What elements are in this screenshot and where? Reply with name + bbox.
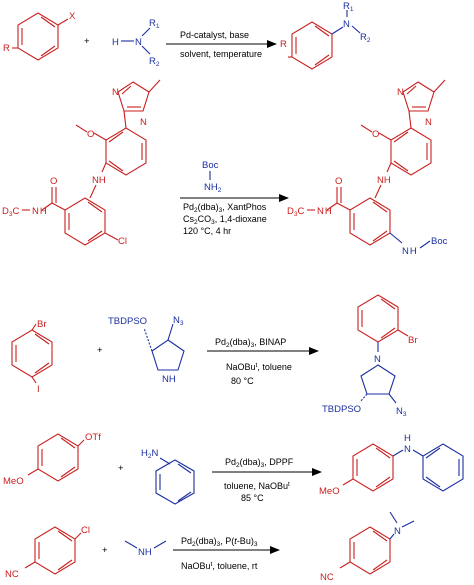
ex2-pyrrolidine-nh: NH — [162, 374, 176, 385]
ex3-plus-sign: + — [118, 463, 124, 474]
general-reaction: X R + H N R1 R2 Pd-catalyst, base solven… — [3, 1, 371, 70]
ex2-product-n: N — [374, 354, 381, 365]
ex4-product: N NC — [320, 511, 415, 583]
ex3-h2n-label: H2N — [141, 448, 159, 460]
product-n-label: N — [343, 19, 350, 30]
ex2-product-tbdpso: TBDPSO — [322, 404, 361, 415]
ex2-i-label: I — [37, 384, 40, 395]
ex1-right-imidazole-n2: N — [425, 117, 432, 128]
ex3-condition-base: toluene, NaOBut — [224, 481, 290, 491]
product-r1-label: R1 — [343, 1, 354, 13]
ex4-nc-label: NC — [5, 569, 19, 580]
ex3-meo-label: MeO — [3, 476, 24, 487]
general-condition-solvent: solvent, temperature — [180, 49, 262, 59]
ex4-chlorobenzonitrile: Cl NC — [5, 525, 90, 580]
ex4-cl-label: Cl — [81, 525, 90, 536]
ex2-product: Br N TBDPSO N3 — [322, 294, 418, 418]
ex1-right-amide-n: NH — [317, 206, 332, 217]
amine-r2-label: R2 — [149, 56, 160, 68]
ex1-condition-temp: 120 °C, 4 hr — [183, 226, 231, 236]
ex1-product: N N O NH NH Boc O NH — [287, 79, 448, 257]
ex1-left-imidazole-n1: N — [112, 87, 119, 98]
ex4-product-nc: NC — [320, 572, 334, 583]
amine-r1-label: R1 — [149, 18, 160, 30]
ex1-right-boc-nh: NH — [402, 246, 417, 257]
ex3-product-nh-h: H — [404, 433, 411, 444]
ex1-left-chlorine: Cl — [118, 236, 127, 247]
ex2-br-label: Br — [37, 319, 47, 330]
ex1-right-nh: NH — [377, 175, 391, 186]
ex1-right-boc: Boc — [431, 236, 448, 247]
ex1-condition-catalyst: Pd2(dba)3, XantPhos — [183, 202, 267, 214]
ex1-right-d3c: D3C — [287, 206, 305, 218]
general-aryl-halide: X R — [3, 11, 76, 61]
ex3-aryl-triflate: OTf MeO — [3, 432, 101, 487]
ex3-product-meo: MeO — [319, 486, 340, 497]
ex4-dimethylamine: NH — [124, 540, 167, 558]
ex1-left-carbonyl-o: O — [50, 176, 57, 187]
ex1-condition-base: Cs2CO3, 1,4-dioxane — [183, 214, 267, 226]
plus-sign: + — [84, 36, 90, 47]
halide-x-label: X — [69, 11, 76, 22]
ex1-right-imidazole-n1: N — [397, 87, 404, 98]
ex2-condition-base: NaOBut, toluene — [226, 362, 292, 372]
ex1-left-nh: NH — [92, 175, 106, 186]
ex1-reagent-boc: Boc — [202, 160, 219, 171]
general-condition-catalyst: Pd-catalyst, base — [180, 30, 249, 40]
ex3-otf-label: OTf — [85, 432, 101, 443]
ex3-condition-temp: 85 °C — [241, 493, 264, 503]
ex4-condition-base: NaOBut, toluene, rt — [181, 561, 258, 571]
ex1-right-methoxy-o: O — [372, 129, 379, 140]
product-r2-label: R2 — [360, 32, 371, 44]
ex3-product: MeO H N — [319, 433, 464, 497]
example-3-diarylamine: OTf MeO + H2N Pd2(dba)3, DPPF toluene, N… — [3, 432, 464, 505]
ex1-left-methoxy-o: O — [87, 129, 94, 140]
ex1-left-amide-n: NH — [32, 206, 47, 217]
ex2-azidopyrrolidine: TBDPSO N3 NH — [108, 315, 185, 385]
ex2-bromoiodobenzene: Br I — [11, 319, 53, 395]
ex3-product-nh-n: N — [404, 444, 411, 455]
product-r-label: R — [280, 39, 287, 50]
example-2-pyrrolidine: Br I + TBDPSO N3 NH Pd2(dba)3, BINAP NaO… — [11, 294, 418, 418]
general-product: R N R1 R2 — [280, 1, 371, 70]
ex1-left-d3c: D3C — [2, 206, 20, 218]
general-amine: H N R1 R2 — [112, 18, 160, 68]
ex1-left-imidazole-n2: N — [140, 117, 147, 128]
ex1-boc-amine: Boc NH2 — [202, 160, 222, 194]
ex2-condition-temp: 80 °C — [231, 376, 254, 386]
ex1-aryl-chloride: N N O NH Cl O — [2, 79, 161, 247]
ex2-plus-sign: + — [97, 345, 103, 356]
aryl-r-label: R — [3, 43, 10, 54]
ex2-product-br: Br — [408, 335, 418, 346]
ex3-condition-catalyst: Pd2(dba)3, DPPF — [225, 457, 294, 469]
ex2-product-n3: N3 — [396, 406, 407, 418]
example-1-amidation: N N O NH Cl O — [2, 79, 448, 257]
ex4-plus-sign: + — [102, 545, 108, 556]
ex2-n3-label: N3 — [173, 315, 184, 327]
ex2-condition-catalyst: Pd2(dba)3, BINAP — [215, 337, 286, 349]
ex2-tbdpso-label: TBDPSO — [108, 316, 147, 327]
ex4-product-n: N — [394, 526, 401, 537]
ex3-aniline: H2N — [141, 448, 195, 505]
amine-h-label: H — [112, 37, 119, 48]
ex4-condition-catalyst: Pd2(dba)3, P(t-Bu)3 — [181, 536, 258, 548]
example-4-dimethylamination: Cl NC + NH Pd2(dba)3, P(t-Bu)3 NaOBut, t… — [5, 511, 415, 583]
ex4-amine-nh: NH — [138, 547, 152, 558]
ex1-reagent-nh2: NH2 — [204, 182, 222, 194]
ex1-right-carbonyl-o: O — [335, 176, 342, 187]
amine-n-label: N — [135, 37, 142, 48]
